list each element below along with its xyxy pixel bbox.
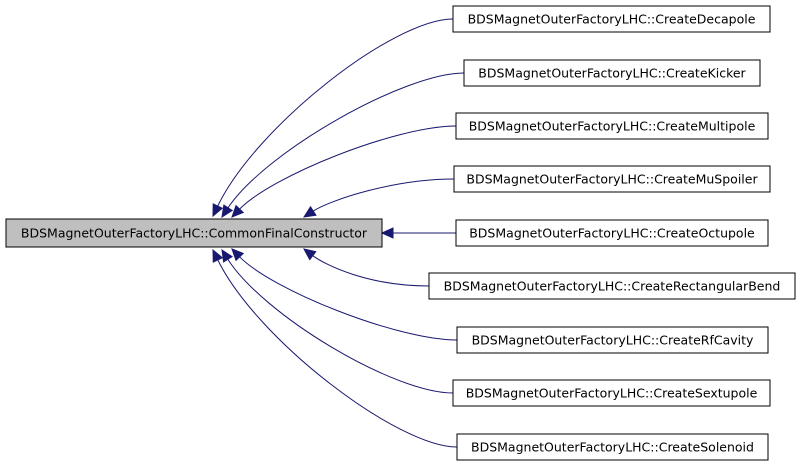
node-box (5, 218, 383, 248)
node-box (453, 165, 771, 193)
arrowhead-sextupole (221, 248, 234, 263)
arrowhead-octupole (380, 227, 394, 239)
arrowhead-rfcavity (231, 248, 245, 262)
node-rectangularbend[interactable]: BDSMagnetOuterFactoryLHC::CreateRectangu… (428, 272, 796, 300)
arrowhead-rectangularbend (303, 248, 317, 261)
node-label: BDSMagnetOuterFactoryLHC::CreateSextupol… (466, 386, 758, 401)
node-box (456, 326, 769, 354)
call-edge-rectangularbend (311, 254, 430, 287)
node-box (452, 379, 771, 407)
arrowhead-muspoiler (302, 205, 317, 218)
arrowhead-decapole (212, 203, 224, 218)
node-box (452, 5, 771, 33)
node-label: BDSMagnetOuterFactoryLHC::CreateSolenoid (471, 440, 754, 455)
node-rfcavity[interactable]: BDSMagnetOuterFactoryLHC::CreateRfCavity (456, 326, 769, 354)
node-octupole[interactable]: BDSMagnetOuterFactoryLHC::CreateOctupole (455, 219, 769, 247)
node-decapole[interactable]: BDSMagnetOuterFactoryLHC::CreateDecapole (452, 5, 771, 33)
node-box (456, 433, 769, 461)
node-box (455, 219, 769, 247)
call-edge-multipole (238, 125, 457, 211)
node-label: BDSMagnetOuterFactoryLHC::CreateMultipol… (469, 119, 756, 134)
call-edge-solenoid (216, 258, 458, 448)
node-solenoid[interactable]: BDSMagnetOuterFactoryLHC::CreateSolenoid (456, 433, 769, 461)
node-multipole[interactable]: BDSMagnetOuterFactoryLHC::CreateMultipol… (455, 112, 769, 140)
call-edge-decapole (216, 18, 454, 208)
node-kicker[interactable]: BDSMagnetOuterFactoryLHC::CreateKicker (463, 59, 761, 87)
node-label: BDSMagnetOuterFactoryLHC::CreateKicker (478, 66, 746, 81)
arrowhead-kicker (221, 204, 234, 219)
call-edge-sextupole (226, 258, 454, 394)
node-sextupole[interactable]: BDSMagnetOuterFactoryLHC::CreateSextupol… (452, 379, 771, 407)
call-edge-muspoiler (312, 178, 455, 212)
arrowhead-solenoid (212, 248, 224, 263)
arrowhead-multipole (231, 204, 245, 218)
node-label: BDSMagnetOuterFactoryLHC::CreateDecapole (468, 12, 756, 27)
node-label: BDSMagnetOuterFactoryLHC::CreateMuSpoile… (466, 172, 758, 187)
node-box (463, 59, 761, 87)
node-box (455, 112, 769, 140)
node-label: BDSMagnetOuterFactoryLHC::CommonFinalCon… (21, 226, 368, 241)
node-label: BDSMagnetOuterFactoryLHC::CreateRectangu… (444, 279, 781, 294)
node-label: BDSMagnetOuterFactoryLHC::CreateOctupole (469, 226, 755, 241)
call-edges (212, 18, 465, 448)
node-common-final-constructor[interactable]: BDSMagnetOuterFactoryLHC::CommonFinalCon… (5, 218, 383, 248)
node-muspoiler[interactable]: BDSMagnetOuterFactoryLHC::CreateMuSpoile… (453, 165, 771, 193)
call-edge-kicker (227, 72, 465, 209)
graph-nodes: BDSMagnetOuterFactoryLHC::CommonFinalCon… (5, 5, 796, 461)
node-label: BDSMagnetOuterFactoryLHC::CreateRfCavity (472, 333, 754, 348)
node-box (428, 272, 796, 300)
call-edge-rfcavity (238, 255, 458, 341)
